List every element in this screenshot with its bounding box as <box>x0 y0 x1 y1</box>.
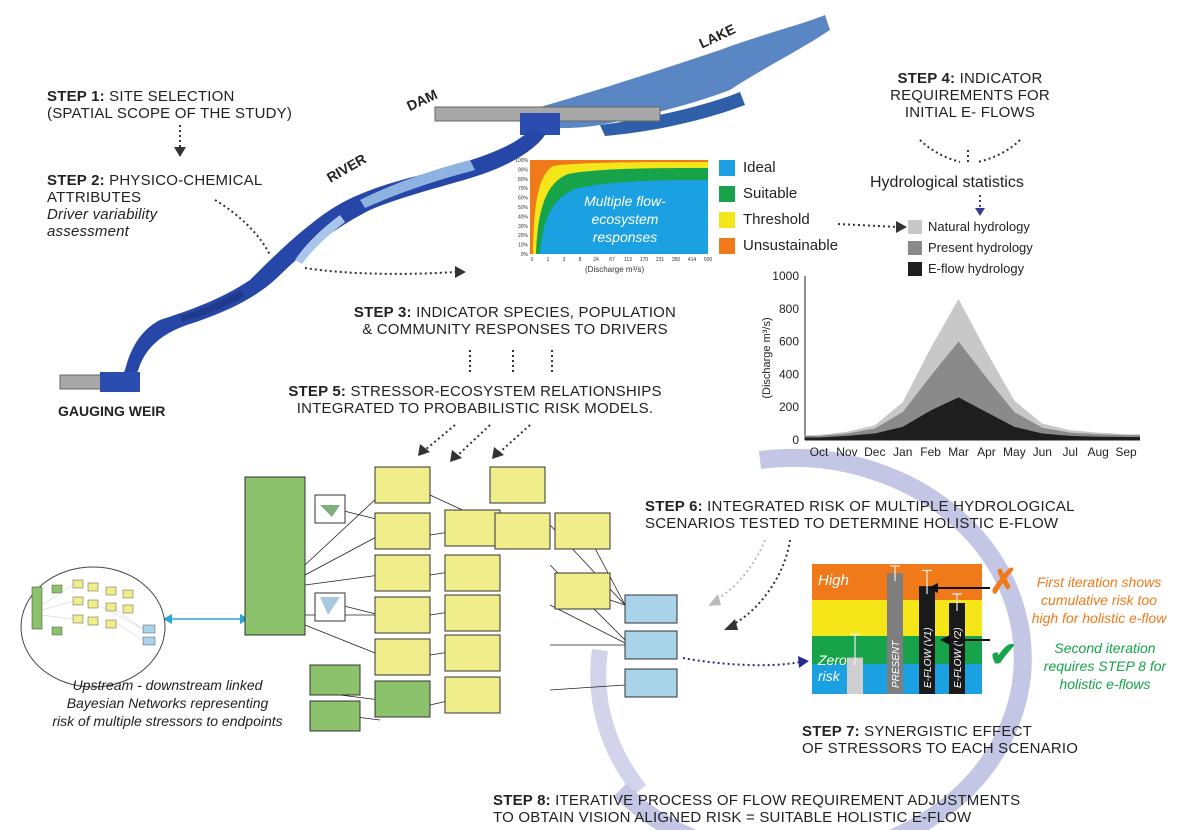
response-xtick: 3 <box>563 257 566 263</box>
response-chart: 0% 10% 20% 30% 40% 50% 60% 70% 80% 90% 100% 0 1 3 8 24… <box>515 158 713 263</box>
hydro-swatch-natural <box>908 220 922 234</box>
lake-shape <box>530 15 830 129</box>
response-xtick: 8 <box>579 257 582 263</box>
weir-label: GAUGING WEIR <box>58 403 166 419</box>
response-chart-text: Multiple flow- ecosystem responses <box>584 193 666 245</box>
bn-caption: Upstream - downstream linked Bayesian Ne… <box>52 677 283 729</box>
response-xtick: 231 <box>656 257 665 263</box>
risk-pointer-arrows <box>928 583 990 645</box>
hydro-stats-label: Hydrological statistics <box>870 174 1024 191</box>
legend-suitable: Suitable <box>743 185 798 202</box>
hydro-xtick: Dec <box>864 445 885 459</box>
hydro-xtick: Oct <box>810 445 829 459</box>
step2-label: STEP 2: PHYSICO-CHEMICAL ATTRIBUTES Driv… <box>47 172 263 240</box>
step5-label: STEP 5: STRESSOR-ECOSYSTEM RELATIONSHIPS… <box>288 383 662 417</box>
response-xtick: 0 <box>531 257 534 263</box>
cross-icon: ✗ <box>989 563 1018 601</box>
response-ytick: 70% <box>518 186 529 192</box>
risk-bar-1 <box>847 657 863 694</box>
hydro-ylabel: (Discharge m³/s) <box>761 317 773 398</box>
response-ytick: 0% <box>521 252 529 258</box>
step7-label: STEP 7: SYNERGISTIC EFFECT OF STRESSORS … <box>802 723 1079 757</box>
bayesian-network <box>244 466 678 732</box>
hydro-legend-natural: Natural hydrology <box>928 219 1030 234</box>
step6-label: STEP 6: INTEGRATED RISK OF MULTIPLE HYDR… <box>645 498 1075 532</box>
response-xtick: 1 <box>547 257 550 263</box>
legend-ideal: Ideal <box>743 159 776 176</box>
risk-bar-2 <box>887 573 903 694</box>
arrow-step1-step2 <box>174 125 186 157</box>
hydro-ytick: 800 <box>779 302 799 316</box>
risk-chart: PRESENT E-FLOW (V1) E-FLOW (V2) <box>812 564 982 694</box>
hydro-xtick: Nov <box>836 445 857 459</box>
river-map <box>59 15 830 392</box>
hydro-xtick: Jun <box>1033 445 1052 459</box>
second-iteration-note: Second iteration requires STEP 8 for hol… <box>1043 640 1167 692</box>
response-ytick: 100% <box>515 158 528 164</box>
response-xtick: 113 <box>624 257 632 263</box>
response-xtick: 500 <box>704 257 713 263</box>
step3-label: STEP 3: INDICATOR SPECIES, POPULATION & … <box>353 304 677 338</box>
hydro-xtick: Apr <box>977 445 996 459</box>
hydro-ytick: 0 <box>792 433 799 447</box>
step8-label: STEP 8: ITERATIVE PROCESS OF FLOW REQUIR… <box>493 792 1021 826</box>
hydro-ytick: 1000 <box>772 269 799 283</box>
hydro-xtick: Aug <box>1087 445 1108 459</box>
response-ytick: 60% <box>518 196 529 202</box>
hydro-xtick: Jan <box>893 445 912 459</box>
response-ytick: 10% <box>518 243 529 249</box>
legend-swatch-ideal <box>719 160 735 176</box>
legend-unsustainable: Unsustainable <box>743 237 839 254</box>
check-icon: ✔ <box>989 636 1018 674</box>
risk-bar-label-3: E-FLOW (V1) <box>923 627 934 688</box>
step4-label: STEP 4: INDICATOR REQUIREMENTS FOR INITI… <box>890 70 1050 121</box>
hydro-xtick: Sep <box>1115 445 1137 459</box>
river-shape <box>100 130 545 392</box>
hydro-ytick: 600 <box>779 335 799 349</box>
response-y-ticks: 0% 10% 20% 30% 40% 50% 60% 70% 80% 90% 100% <box>515 158 528 258</box>
first-iteration-note: First iteration shows cumulative risk to… <box>1031 574 1167 626</box>
hydro-xtick: Mar <box>948 445 969 459</box>
hydro-area-2 <box>805 341 1140 440</box>
legend-swatch-unsustainable <box>719 238 735 254</box>
response-xtick: 24 <box>593 257 599 263</box>
risk-bar-3 <box>919 586 935 694</box>
hydro-ytick: 400 <box>779 367 799 381</box>
hydro-area-3 <box>805 397 1140 440</box>
step1-label: STEP 1: SITE SELECTION (SPATIAL SCOPE OF… <box>47 88 293 122</box>
hydro-swatch-eflow <box>908 262 922 276</box>
risk-bar-4 <box>949 603 965 694</box>
hydro-xtick: Jul <box>1063 445 1078 459</box>
response-ytick: 80% <box>518 177 529 183</box>
response-xtick: 170 <box>640 257 649 263</box>
response-ytick: 40% <box>518 214 529 220</box>
response-xtick: 350 <box>672 257 681 263</box>
hydro-ytick: 200 <box>779 400 799 414</box>
response-x-ticks: 0 1 3 8 24 67 113 170 231 350 414 500 <box>531 257 713 263</box>
hydro-xtick: Feb <box>920 445 941 459</box>
risk-high-label: High <box>818 572 849 589</box>
risk-bar-label-4: E-FLOW (V2) <box>953 627 964 688</box>
response-ytick: 90% <box>518 167 529 173</box>
hydro-xtick: May <box>1003 445 1026 459</box>
hydro-legend-eflow: E-flow hydrology <box>928 261 1025 276</box>
response-xtick: 67 <box>609 257 615 263</box>
response-ytick: 30% <box>518 224 529 230</box>
risk-bar-label-2: PRESENT <box>891 640 902 688</box>
response-xtick: 414 <box>688 257 697 263</box>
legend-swatch-threshold <box>719 212 735 228</box>
bn-overview-circle <box>20 566 166 688</box>
legend-threshold: Threshold <box>743 211 810 228</box>
legend-swatch-suitable <box>719 186 735 202</box>
response-ytick: 20% <box>518 233 529 239</box>
response-xlabel: (Discharge m³/s) <box>585 265 645 274</box>
hydro-swatch-present <box>908 241 922 255</box>
hydro-legend-present: Present hydrology <box>928 240 1033 255</box>
response-ytick: 50% <box>518 205 529 211</box>
